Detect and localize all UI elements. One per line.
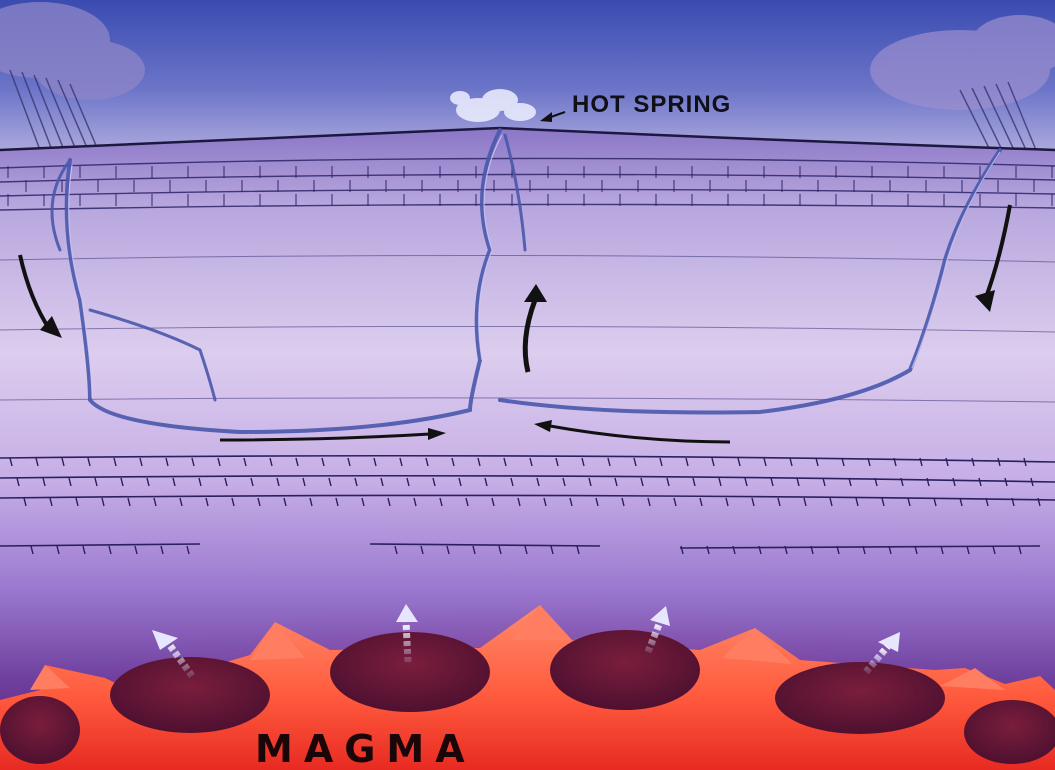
magma-label: MAGMA [255, 727, 476, 770]
hot-spring-label: HOT SPRING [572, 91, 731, 118]
